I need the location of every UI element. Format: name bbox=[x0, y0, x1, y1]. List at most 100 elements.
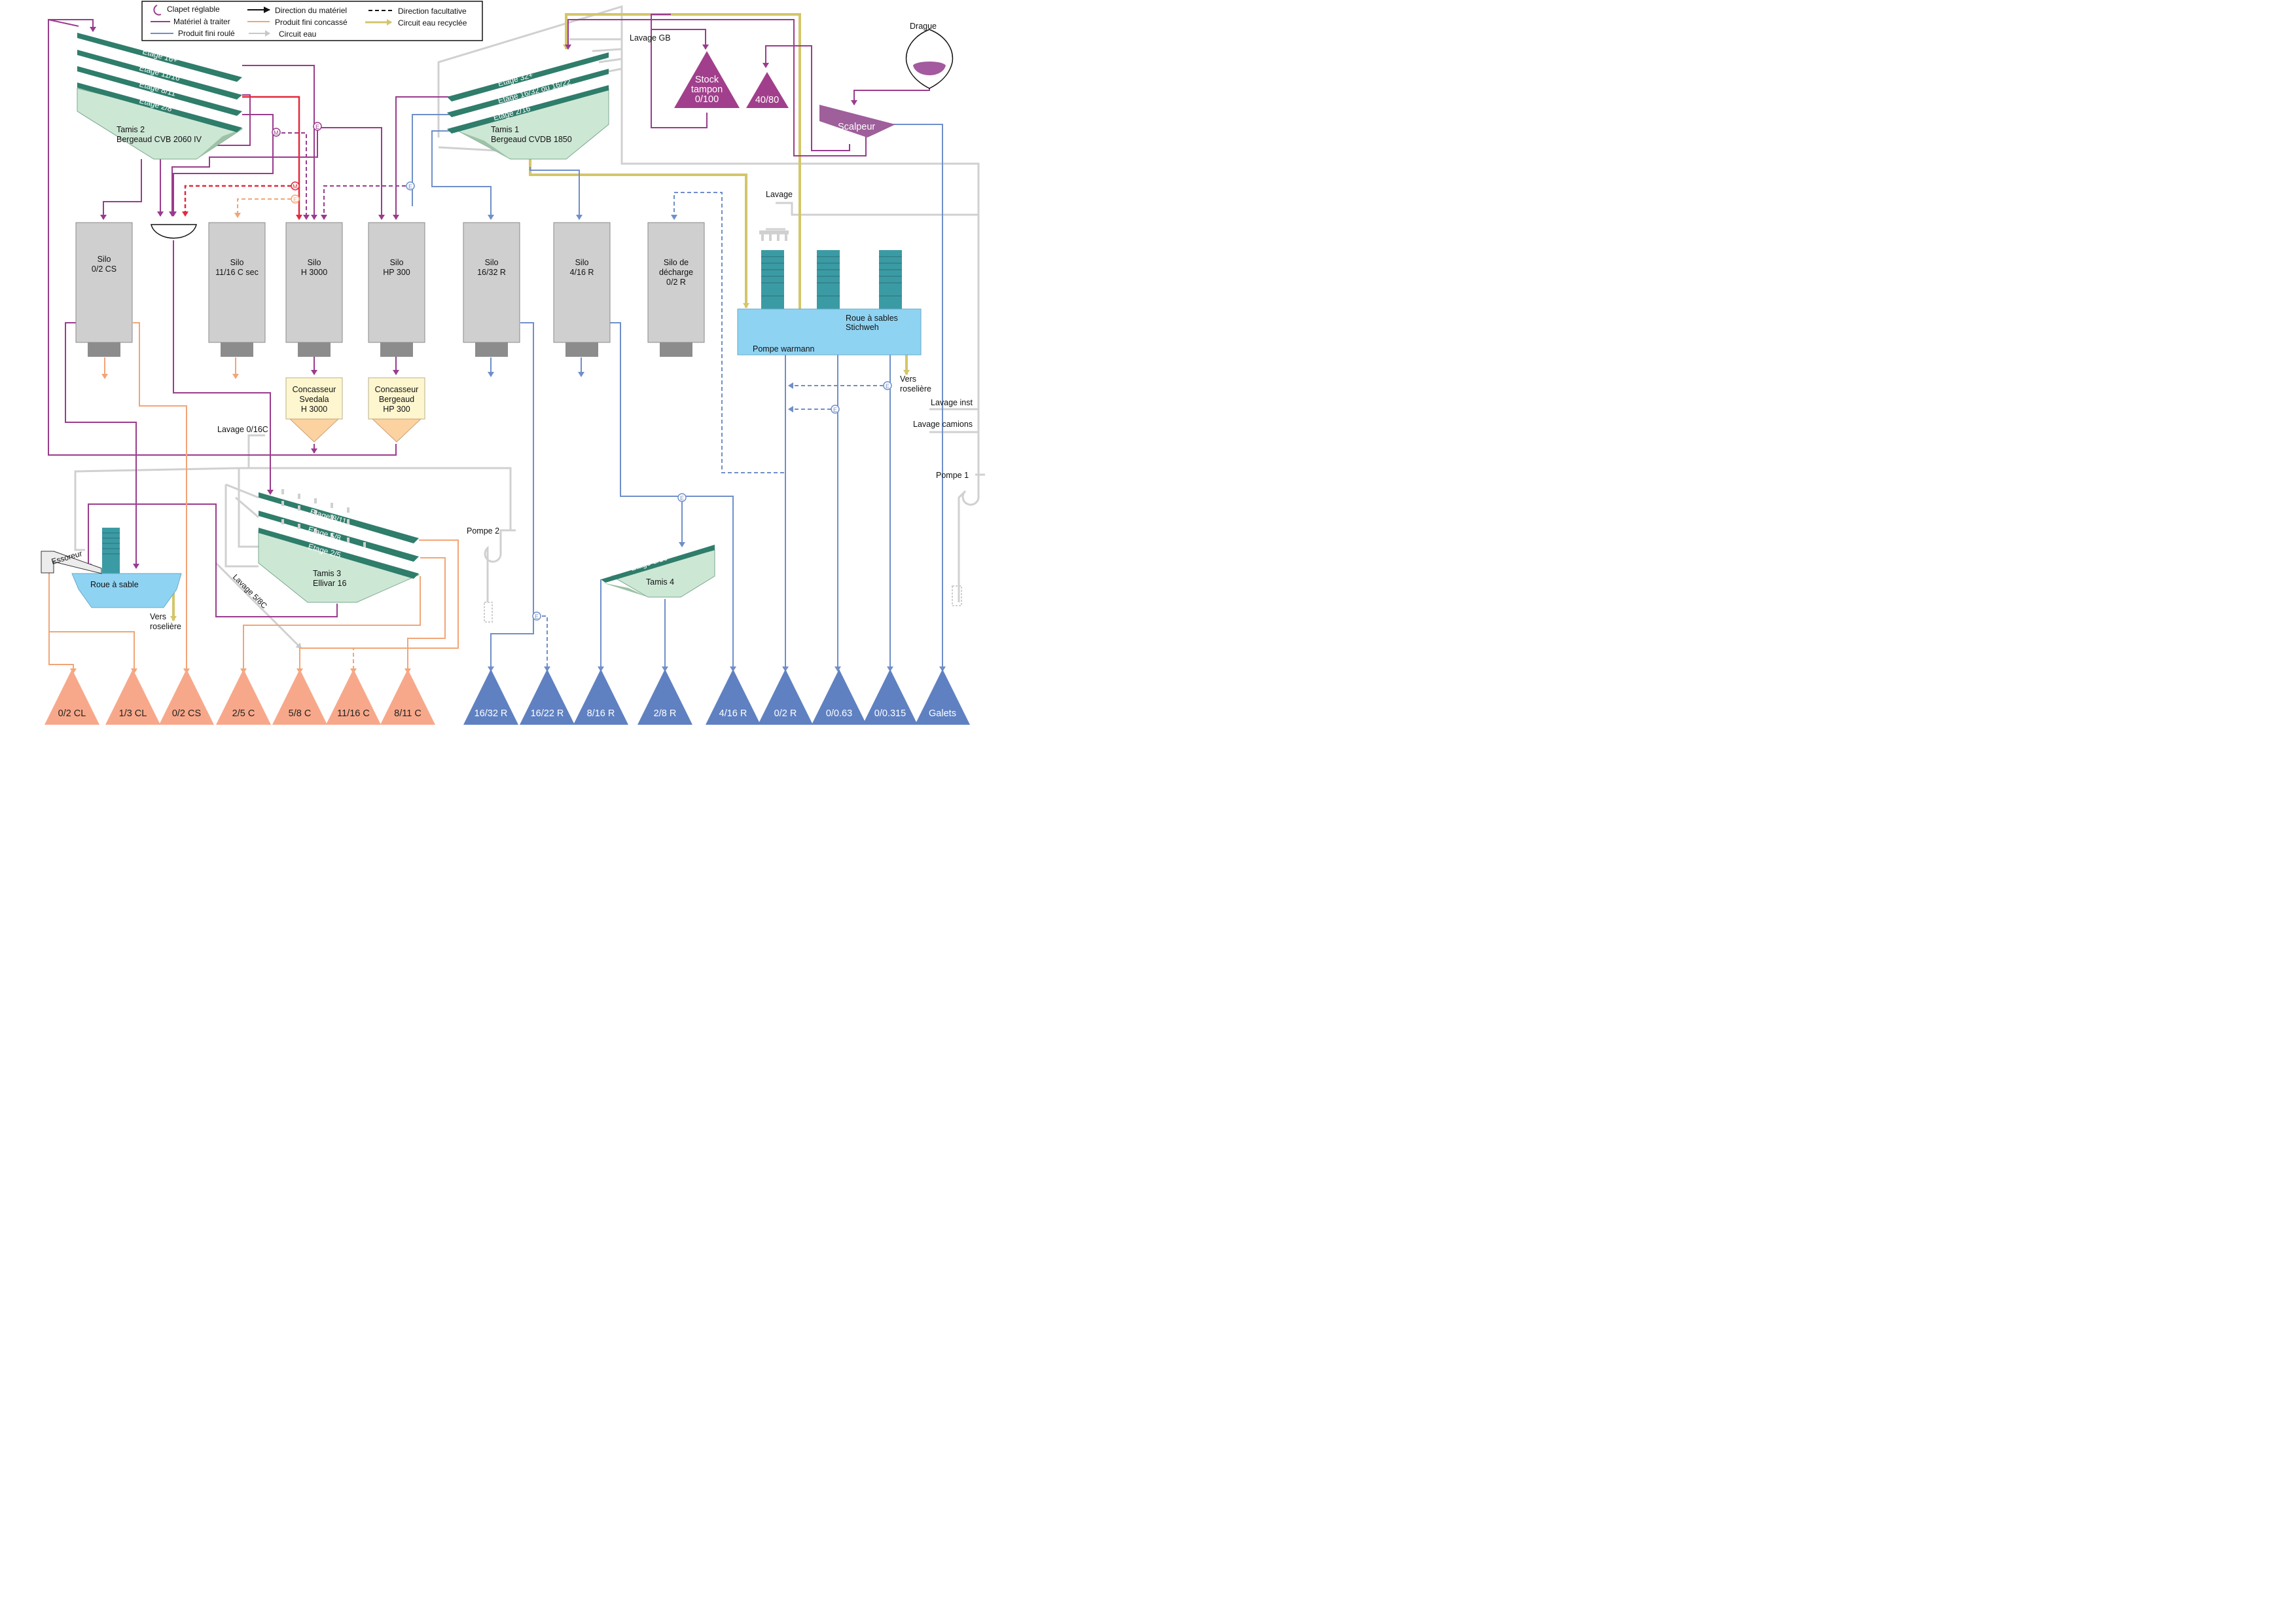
svg-text:0/100: 0/100 bbox=[695, 94, 719, 105]
concasse-pile-label: 0/2 CL bbox=[58, 708, 86, 719]
silo-hp-300: Silo HP 300 bbox=[368, 222, 425, 357]
spray-nozzles bbox=[484, 230, 962, 623]
marker-m-t2-text: M bbox=[274, 130, 279, 136]
marker-e-t4-text: E bbox=[680, 495, 684, 501]
roule-pile: 0/0.63 bbox=[812, 669, 867, 725]
roule-pile: 4/16 R bbox=[706, 669, 761, 725]
marker-e-roue-2-text: E bbox=[833, 407, 837, 413]
t3-etage-5-label: Etage 5/8 bbox=[307, 524, 342, 543]
concasse-pile-label: 0/2 CS bbox=[172, 708, 201, 719]
roue-stichweh-label-1: Roue à sables bbox=[846, 314, 898, 323]
roule-pile-label: 16/22 R bbox=[531, 708, 564, 719]
legend-direction-label: Direction du matériel bbox=[275, 6, 347, 15]
crushed-circuit bbox=[48, 198, 459, 674]
silo-0-2-cs: Silo 0/2 CS bbox=[75, 222, 133, 357]
svg-text:0/2 R: 0/2 R bbox=[666, 278, 686, 287]
red-circuit bbox=[182, 96, 302, 220]
stock-40-80 bbox=[746, 72, 789, 108]
drague bbox=[905, 29, 954, 89]
roule-pile-label: 16/32 R bbox=[475, 708, 508, 719]
vers-roseliere-4: roselière bbox=[150, 622, 181, 631]
concasse-pile-label: 1/3 CL bbox=[119, 708, 147, 719]
svg-text:Bergeaud: Bergeaud bbox=[379, 395, 414, 404]
marker-e-16-22 bbox=[532, 611, 541, 621]
roule-pile-shape bbox=[758, 669, 813, 725]
svg-text:40/80: 40/80 bbox=[755, 95, 779, 105]
concasse-pile-label: 5/8 C bbox=[289, 708, 312, 719]
t1-deck-2 bbox=[447, 85, 609, 134]
roule-pile: 8/16 R bbox=[573, 669, 628, 725]
concasse-pile-label: 8/11 C bbox=[394, 708, 422, 719]
roule-pile-shape bbox=[863, 669, 918, 725]
concasse-pile: 5/8 C bbox=[272, 669, 327, 725]
concasse-pile-shape bbox=[105, 669, 160, 725]
silo-16-32-r: Silo 16/32 R bbox=[463, 222, 520, 357]
roule-pile-label: 0/0.63 bbox=[826, 708, 852, 719]
material-circuit bbox=[48, 14, 930, 617]
svg-text:Silo: Silo bbox=[485, 258, 499, 267]
roue-sable-label: Roue à sable bbox=[90, 580, 139, 589]
marker-e-orange-text: E bbox=[293, 196, 297, 203]
marker-e-roue-1-text: E bbox=[886, 383, 889, 390]
piles-concasse: 0/2 CL 1/3 CL 0/2 CS 2/5 C 5/8 C 11/16 C 8/11 … bbox=[45, 669, 435, 725]
t1-title: Tamis 1 bbox=[491, 125, 519, 134]
roule-pile: 16/22 R bbox=[520, 669, 575, 725]
tamis-1: Etage 32+ Etage 16/32 ou 16/22 Etage 2/1… bbox=[447, 33, 671, 160]
t2-deck-2 bbox=[77, 82, 242, 132]
roule-pile-shape bbox=[463, 669, 518, 725]
tamis-3: Etage 8/11 Etage 5/8 Etage 2/5 Tamis 3 E… bbox=[258, 489, 420, 603]
concasse-pile: 11/16 C bbox=[326, 669, 381, 725]
svg-text:HP 300: HP 300 bbox=[383, 405, 410, 414]
svg-text:H 3000: H 3000 bbox=[301, 268, 327, 277]
t2-deck-8 bbox=[77, 66, 242, 116]
roule-pile: 16/32 R bbox=[463, 669, 518, 725]
concasse-pile: 8/11 C bbox=[380, 669, 435, 725]
scalpeur-label: Scalpeur bbox=[838, 122, 875, 132]
vers-roseliere-3: Vers bbox=[150, 612, 166, 621]
roule-pile-label: Galets bbox=[929, 708, 956, 719]
roue-stichweh: Roue à sables Stichweh Pompe warmann bbox=[737, 250, 922, 356]
vers-roseliere-1: Vers bbox=[900, 374, 916, 384]
marker-m-red-text: M bbox=[293, 183, 298, 190]
concasse-pile: 2/5 C bbox=[216, 669, 271, 725]
concasse-pile-shape bbox=[380, 669, 435, 725]
concasse-pile: 1/3 CL bbox=[105, 669, 160, 725]
t2-etage-8-label: Etage 8/11 bbox=[138, 79, 177, 98]
lavage-gb-label: Lavage GB bbox=[630, 33, 671, 43]
drague-bucket bbox=[913, 62, 946, 75]
drague-label: Drague bbox=[910, 22, 937, 31]
legend-eau-label: Circuit eau bbox=[279, 29, 316, 39]
stock-tampon bbox=[674, 51, 740, 108]
roue-sable-area: Roue à sable Essoreur bbox=[41, 528, 182, 608]
pompe2-label: Pompe 2 bbox=[467, 526, 499, 536]
legend: Clapet réglable Matériel à traiter Produ… bbox=[141, 1, 483, 41]
lavage-label: Lavage bbox=[766, 190, 793, 199]
roule-pile-shape bbox=[573, 669, 628, 725]
recycled-water-circuit bbox=[170, 13, 910, 621]
concasse-pile-shape bbox=[159, 669, 214, 725]
t3-etage-8-label: Etage 8/11 bbox=[309, 507, 348, 526]
concasse-pile-shape bbox=[272, 669, 327, 725]
legend-clapet-label: Clapet réglable bbox=[167, 5, 220, 14]
roule-pile-label: 0/2 R bbox=[774, 708, 797, 719]
roule-pile-shape bbox=[637, 669, 692, 725]
concasse-pile-label: 2/5 C bbox=[232, 708, 255, 719]
t1-deck-32 bbox=[447, 52, 609, 101]
legend-materiel-label: Matériel à traiter bbox=[173, 17, 230, 26]
rolled-circuit bbox=[412, 114, 946, 672]
stock-area: Stock tampon 0/100 40/80 Drague Scalpeur bbox=[674, 22, 954, 137]
svg-text:HP 300: HP 300 bbox=[383, 268, 410, 277]
silos: Silo 0/2 CS Silo 11/16 C sec Silo H 3000… bbox=[75, 222, 705, 357]
svg-text:Silo: Silo bbox=[390, 258, 404, 267]
svg-text:Concasseur: Concasseur bbox=[375, 385, 419, 394]
roule-pile: 0/2 R bbox=[758, 669, 813, 725]
svg-text:0/2 CS: 0/2 CS bbox=[92, 264, 117, 274]
crusher-svedala: Concasseur Svedala H 3000 bbox=[285, 377, 343, 443]
pompe-warmann-label: Pompe warmann bbox=[753, 344, 815, 354]
svg-text:Silo: Silo bbox=[98, 255, 111, 264]
marker-e-blue-text: E bbox=[408, 183, 412, 190]
svg-text:décharge: décharge bbox=[659, 268, 693, 277]
marker-e-orange bbox=[291, 194, 300, 204]
crusher-bergeaud: Concasseur Bergeaud HP 300 bbox=[368, 377, 425, 443]
